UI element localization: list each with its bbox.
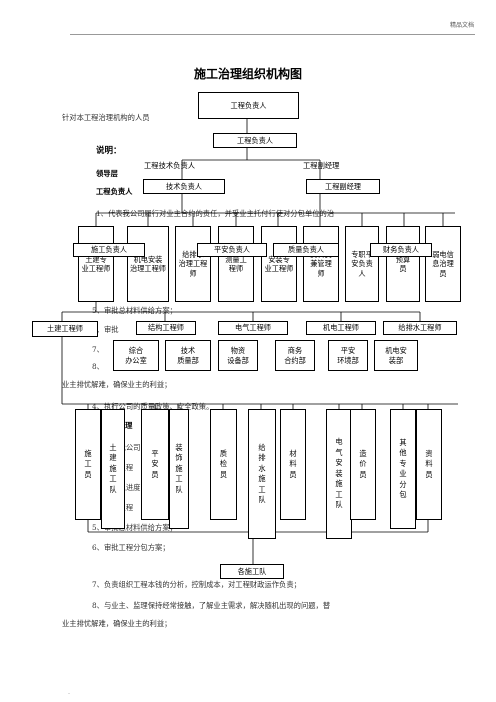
note-label: 说明： xyxy=(96,146,122,156)
footer-mark: - xyxy=(68,690,71,697)
plumbing-engineer-tag: 给排水工程师 xyxy=(383,321,457,335)
deputy-ghost: 工程副经理 xyxy=(303,161,340,170)
dept-safety-env: 平安 环境部 xyxy=(328,340,368,371)
team-materials-clerk: 材料员 xyxy=(280,409,306,520)
tech-lead-ghost: 工程技术负责人 xyxy=(144,161,196,170)
dept-tech-quality: 技术 质量部 xyxy=(165,340,211,371)
safety-officer-box: 专职平 安负责 人 xyxy=(345,226,379,302)
electrical-engineer-tag: 电气工程师 xyxy=(218,321,288,335)
budget-clerk-box: 预算 员 xyxy=(386,226,420,302)
team-plumbing-crew: 给排水施工队 xyxy=(248,409,276,539)
mid-frag-6: 6、审批工程分包方案； xyxy=(92,543,170,552)
civil-engineer-box: 土建专 业工程师 xyxy=(78,226,114,302)
quality-lead-box: 质量负责人 xyxy=(273,243,339,257)
page-title: 施工治理组织机构图 xyxy=(193,67,302,81)
duty-resolve: 业主排忧解难，确保业主的利益； xyxy=(62,380,172,389)
line-8: 8、与业主、监理保持经常接触，了解业主需求，解决随机出现的问题，替 xyxy=(92,601,331,610)
duty-6-partial: 6、审批 xyxy=(92,325,119,334)
duty-8-partial: 8、 xyxy=(92,362,104,371)
team-document-clerk: 资料员 xyxy=(416,409,442,520)
pm-label: 工程负责人 xyxy=(96,187,133,196)
header-divider xyxy=(70,34,475,35)
team-civil-crew: 土建施工队 xyxy=(101,409,125,529)
plumbing-engineer-box: 给排水 治理工程 师 xyxy=(175,226,211,302)
weak-current-box: 弱电信 息治理 员 xyxy=(425,226,461,302)
team-decoration-crew: 装饰施工队 xyxy=(169,409,189,529)
civil-engineer-tag: 土建工程师 xyxy=(32,321,98,337)
team-other-subcontract: 其他专业分包 xyxy=(390,409,416,529)
all-crews-box: 各施工队 xyxy=(220,564,284,579)
project-lead-box-2: 工程负责人 xyxy=(213,133,297,148)
project-lead-box: 工程负责人 xyxy=(198,92,299,119)
mechanical-engineer-tag: 机电工程师 xyxy=(306,321,376,335)
team-quality-clerk: 质检员 xyxy=(210,409,237,520)
team-construction-clerk: 施工员 xyxy=(75,409,101,520)
line-9: 业主排忧解难，确保业主的利益； xyxy=(62,619,172,628)
header-label: 精品文档 xyxy=(449,22,474,29)
duty-7-partial: 7、 xyxy=(92,345,104,354)
install-engineer-box: 安装专 业工程师 xyxy=(261,226,297,302)
document-clerk-box: 资料员 兼管理 师 xyxy=(303,226,339,302)
tech-manager-box: 技术负责人 xyxy=(143,179,225,194)
safety-lead-box: 平安负责人 xyxy=(197,243,267,257)
leader-label: 领导层 xyxy=(96,169,118,178)
duty-exec: 4、执行公司的质量政策、安全政策。 xyxy=(92,402,214,411)
team-cost-clerk: 造价员 xyxy=(350,409,376,520)
mep-engineer-box: 机电安装 治理工程师 xyxy=(127,226,169,302)
structural-engineer-tag: 结构工程师 xyxy=(136,321,196,335)
mid-frag-5: 5、审批总材料供给方案； xyxy=(92,523,177,532)
construction-lead-box: 施工负责人 xyxy=(73,243,145,257)
dept-materials: 物资 设备部 xyxy=(218,340,258,371)
survey-engineer-box: 测量工 程师 xyxy=(218,226,254,302)
dept-commercial: 商务 合约部 xyxy=(275,340,315,371)
dept-mep-install: 机电安 装部 xyxy=(374,340,418,371)
line-7: 7、负责组织工程本钱的分析，控制成本，对工程财政运作负责； xyxy=(92,580,301,589)
deputy-manager-box: 工程副经理 xyxy=(306,179,380,194)
dept-general-office: 综合 办公室 xyxy=(113,340,159,371)
team-safety-clerk: 平安员 xyxy=(141,409,169,520)
duty-1: 1、代表我公司履行对业主合约的责任，并受业主托付行使对分包单位的治 xyxy=(96,209,335,218)
duty-5: 5、审批总材料供给方案； xyxy=(92,306,177,315)
finance-lead-box: 财务负责人 xyxy=(370,243,432,257)
team-electrical-crew: 电气安装施工队 xyxy=(326,409,352,539)
intro-text: 针对本工程治理机构的人员 xyxy=(62,113,150,122)
